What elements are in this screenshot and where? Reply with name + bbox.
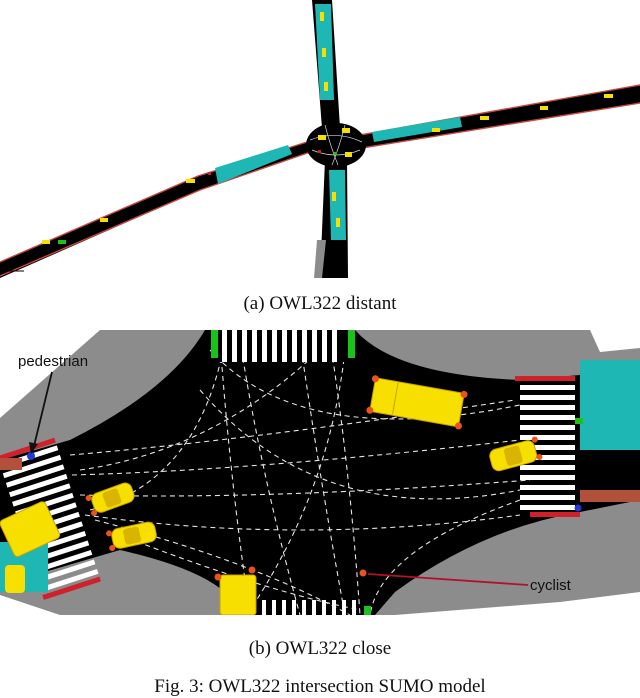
panel-a-distant-view [0, 0, 640, 280]
west-bus-lane [215, 145, 292, 184]
cyclist-marker [359, 569, 367, 577]
caption-panel-a: (a) OWL322 distant [243, 293, 397, 314]
pedestrian-marker [27, 452, 35, 460]
close-up-intersection: pedestrian cyclist [0, 330, 640, 616]
cyclist-label: cyclist [530, 577, 572, 594]
panel-b-close-view: pedestrian cyclist [0, 330, 640, 616]
east-bike-lane [580, 490, 640, 502]
caption-panel-b: (b) OWL322 close [248, 638, 392, 659]
figure-caption: Fig. 3: OWL322 intersection SUMO model [154, 676, 486, 697]
west-bike-lane [0, 458, 22, 470]
intersection-road [0, 330, 640, 615]
east-bus-lane [372, 117, 462, 142]
truck [366, 375, 468, 430]
pedestrian-arrow [33, 371, 53, 447]
vehicles [0, 375, 543, 616]
south-bus-lane [329, 170, 346, 240]
bus [214, 566, 257, 616]
crosswalk-east [515, 376, 580, 517]
crosswalk-north [211, 330, 355, 362]
car [106, 521, 157, 552]
crosswalk-south [262, 600, 371, 615]
pedestrian-label: pedestrian [18, 353, 88, 370]
distant-road-network [0, 0, 640, 278]
cyclist-pointer [367, 573, 529, 586]
east-bus-lane [580, 360, 640, 420]
distant-vehicles [42, 12, 613, 244]
east-arm-road [360, 85, 640, 148]
bus [0, 501, 61, 558]
car [489, 436, 543, 472]
bus [5, 565, 25, 593]
car [85, 482, 135, 517]
